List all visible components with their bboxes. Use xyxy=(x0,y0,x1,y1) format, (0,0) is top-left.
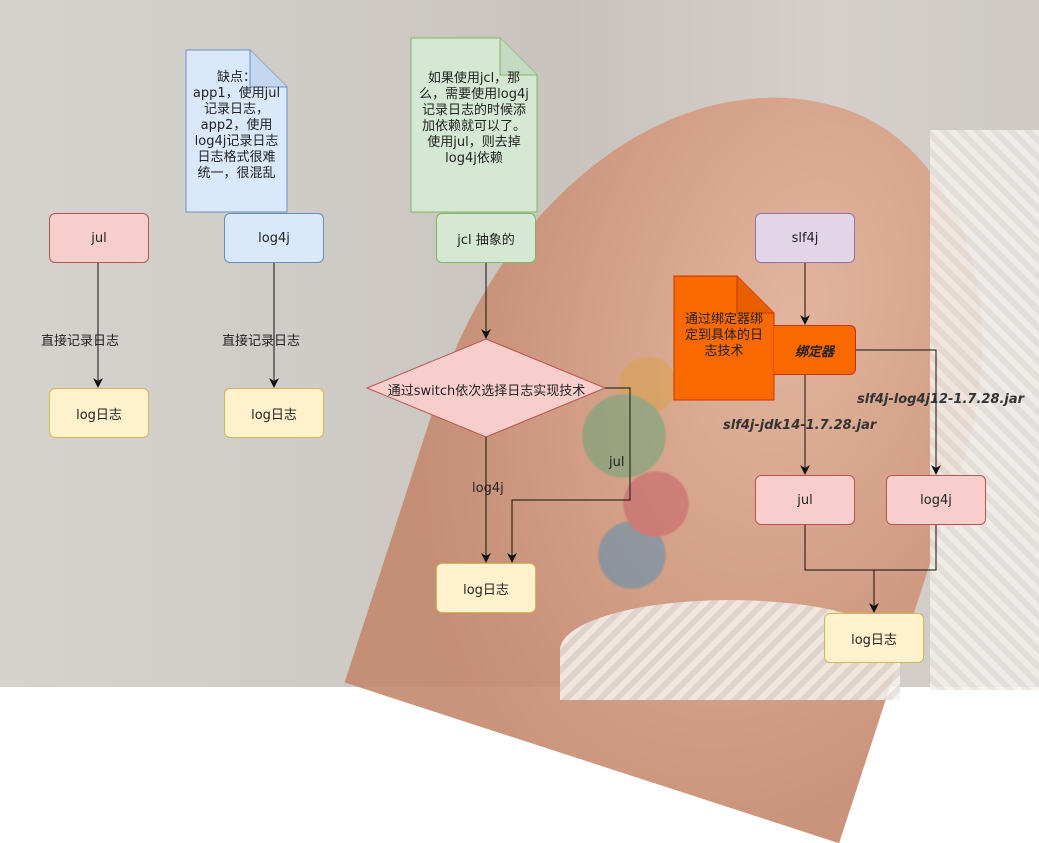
edge-binder-log4j xyxy=(856,349,941,475)
background-lace-right xyxy=(930,130,1039,690)
note-shape-col2 xyxy=(185,49,288,213)
edge-label-jul: jul xyxy=(609,455,625,470)
jar-label-left: slf4j-jdk14-1.7.28.jar xyxy=(723,418,877,433)
note-shape-col3 xyxy=(410,37,538,213)
edge-log4j-log-col4 xyxy=(869,525,937,613)
log-node-col1[interactable]: log日志 xyxy=(49,388,149,438)
log-node-col2[interactable]: log日志 xyxy=(224,388,324,438)
binder-node[interactable]: 绑定器 xyxy=(774,325,856,375)
edge-jul-log-col4 xyxy=(804,525,874,571)
jar-label-right: slf4j-log4j12-1.7.28.jar xyxy=(857,392,1025,407)
edge-label-col2: 直接记录日志 xyxy=(222,334,301,349)
log-node-col3[interactable]: log日志 xyxy=(436,563,536,613)
jul-node[interactable]: jul xyxy=(49,213,149,263)
log-node-col4[interactable]: log日志 xyxy=(824,613,924,663)
edge-label-col1: 直接记录日志 xyxy=(41,334,120,349)
jul-impl-node[interactable]: jul xyxy=(755,475,855,525)
log4j-impl-node[interactable]: log4j xyxy=(886,475,986,525)
log4j-node[interactable]: log4j xyxy=(224,213,324,263)
slf4j-node[interactable]: slf4j xyxy=(755,213,855,263)
diagram-canvas xyxy=(93,37,941,613)
decision-label: 通过switch依次选择日志实现技术 xyxy=(387,384,586,399)
note-col3: 如果使用jcl，那 么，需要使用log4j 记录日志的时候添 加依赖就可以了。 … xyxy=(419,71,529,166)
note-col4: 通过绑定器绑 定到具体的日 志技术 xyxy=(684,312,763,359)
edge-decision-jul xyxy=(507,387,631,563)
note-col2: 缺点： app1，使用jul 记录日志， app2，使用 log4j记录日志 日… xyxy=(192,70,281,181)
edge-label-log4j: log4j xyxy=(472,481,504,496)
jcl-node[interactable]: jcl 抽象的 xyxy=(436,213,536,263)
